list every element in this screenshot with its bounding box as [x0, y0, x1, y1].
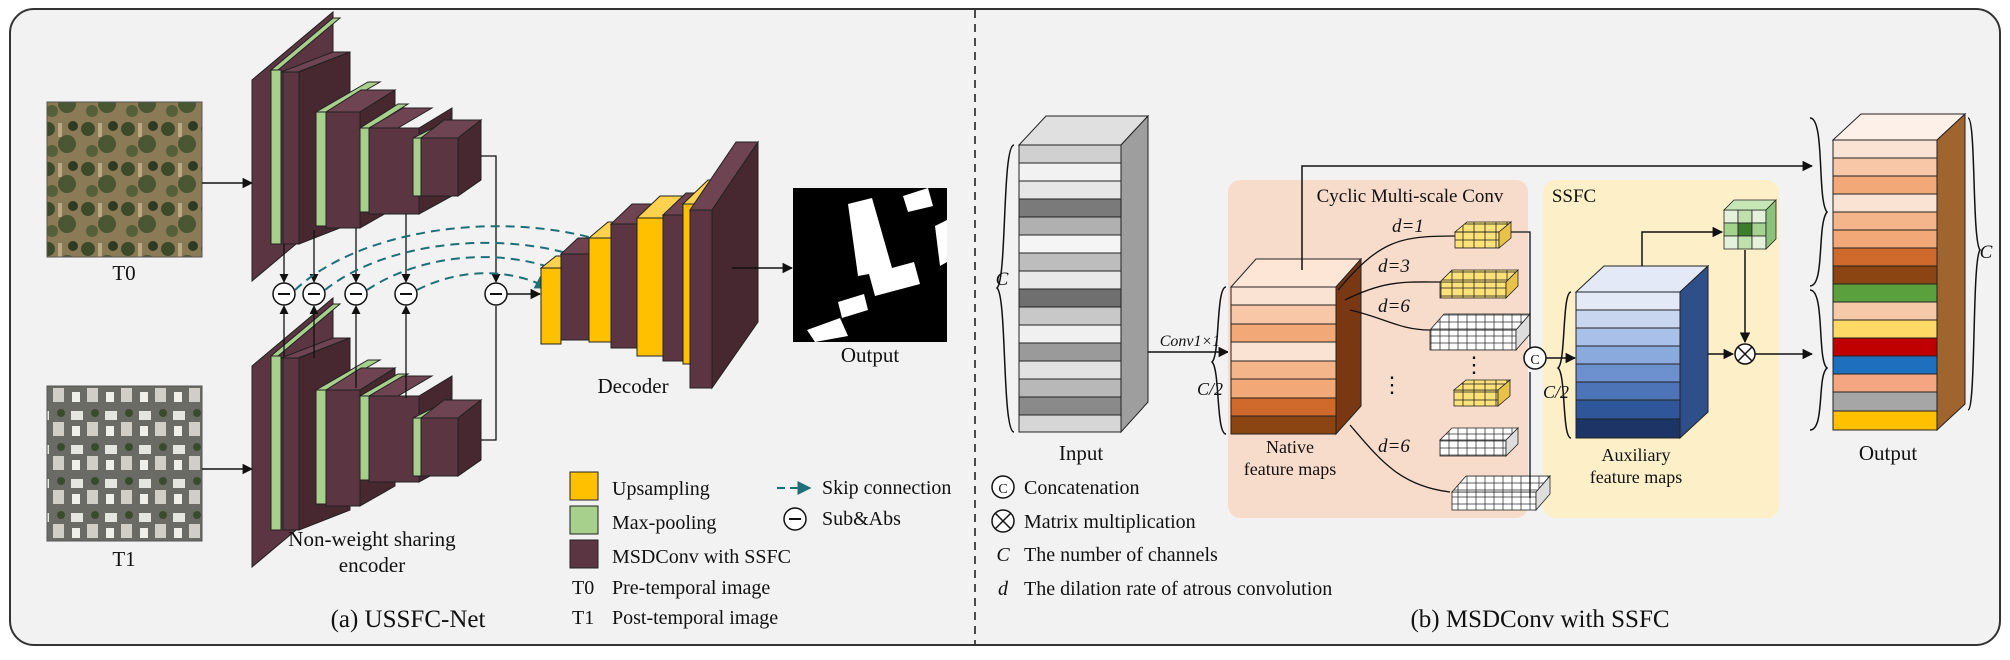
legend-matmul: Matrix multiplication: [1024, 511, 1196, 533]
d-label-4: d=6: [1378, 436, 1410, 457]
maxpooling-swatch: [569, 505, 599, 535]
concat-node-symbol: C: [1530, 353, 1539, 368]
kernel-grid-low: [1439, 427, 1519, 457]
legend-d-desc: The dilation rate of atrous convolution: [1024, 578, 1332, 600]
encoder-t1: [251, 296, 483, 569]
output-change-map: [793, 188, 947, 342]
subabs-icon: [484, 282, 508, 306]
kernel-grid-d1: [1453, 221, 1513, 249]
t1-label: T1: [112, 547, 135, 571]
native-label-line1: Native: [1266, 437, 1314, 457]
legend-t1-key: T1: [572, 607, 594, 629]
panel-b: Input C Conv1×1 Cyclic Multi-scale Conv …: [991, 112, 1993, 633]
d-label-1: d=1: [1392, 216, 1424, 237]
subabs-icon: [272, 282, 296, 306]
caption-b: (b) MSDConv with SSFC: [1410, 606, 1669, 633]
output-label-b: Output: [1859, 441, 1918, 465]
kernel-grid-bottom: [1451, 474, 1551, 512]
matmul-legend-icon: [991, 509, 1015, 533]
dilation-branch-curves: [1337, 235, 1456, 493]
output-bottom-brace: [1809, 289, 1829, 431]
legend-concat: Concatenation: [1024, 477, 1140, 499]
input-label: Input: [1059, 441, 1103, 465]
output-label-a: Output: [841, 343, 900, 367]
encoder-label-line1: Non-weight sharing: [288, 527, 456, 551]
aux-label-line2: feature maps: [1590, 467, 1682, 487]
legend-t1-desc: Post-temporal image: [612, 607, 778, 629]
output-c-brace: [1967, 117, 1981, 411]
concat-legend-icon: [991, 475, 1015, 499]
upsampling-swatch: [569, 471, 599, 501]
caption-a: (a) USSFC-Net: [331, 606, 486, 633]
native-label-line2: feature maps: [1244, 459, 1336, 479]
kernel-grid-d6: [1429, 312, 1531, 352]
t0-image: [46, 101, 203, 258]
auxiliary-feature-stack: [1574, 264, 1710, 440]
aux-label-line1: Auxiliary: [1602, 445, 1671, 465]
legend-t0-desc: Pre-temporal image: [612, 577, 770, 599]
t1-image: [46, 385, 203, 542]
ellipsis-kernels: ⋮: [1463, 352, 1485, 377]
subabs-icon: [394, 282, 418, 306]
aux-c-half-brace: [1556, 291, 1572, 439]
cyclic-label: Cyclic Multi-scale Conv: [1317, 186, 1504, 207]
encoder-t0: [251, 10, 483, 283]
panel-a: T0 T1: [46, 10, 951, 633]
subabs-icon: [302, 282, 326, 306]
decoder-label: Decoder: [597, 374, 668, 398]
legend-upsampling: Upsampling: [612, 478, 710, 500]
matmul-node: [1734, 343, 1756, 365]
native-c-half-label: C/2: [1197, 379, 1223, 399]
legend-c-key: C: [996, 544, 1010, 566]
msdconv-swatch: [569, 539, 599, 569]
legend-maxpooling: Max-pooling: [612, 512, 716, 534]
legend-d-key: d: [998, 578, 1009, 600]
aux-to-ssfc-arrow: [1641, 226, 1724, 266]
ssfc-weight-cube: [1723, 199, 1777, 250]
legend-a: Upsampling Max-pooling MSDConv with SSFC…: [569, 471, 951, 629]
native-to-output-line: [1301, 160, 1814, 270]
kernel-grids: [1429, 221, 1551, 512]
kernel-grid-d3: [1439, 269, 1519, 299]
native-c-half-brace: [1210, 286, 1227, 435]
encoder-to-subabs-lines: [279, 155, 501, 441]
output-top-brace: [1809, 117, 1828, 287]
legend-t0-key: T0: [572, 577, 594, 599]
ssfc-label: SSFC: [1552, 186, 1596, 207]
subabs-nodes: [272, 282, 508, 306]
legend-c-desc: The number of channels: [1024, 544, 1218, 566]
input-stack: [1017, 114, 1150, 434]
input-c-brace: [995, 144, 1015, 433]
output-stack: [1831, 112, 1967, 432]
aux-c-half-label: C/2: [1543, 382, 1569, 402]
legend-subabs: Sub&Abs: [822, 508, 901, 530]
decoder: [539, 140, 759, 390]
concat-legend-symbol: C: [998, 482, 1007, 497]
native-feature-stack: [1229, 257, 1363, 436]
ellipsis-branches: ⋮: [1381, 372, 1403, 397]
d-label-3: d=6: [1378, 296, 1410, 317]
legend-skip: Skip connection: [822, 477, 951, 499]
d-label-2: d=3: [1378, 256, 1410, 277]
encoder-label-line2: encoder: [339, 553, 405, 577]
t0-label: T0: [112, 261, 135, 285]
input-c-label: C: [996, 269, 1009, 290]
kernel-grid-mid: [1452, 379, 1512, 407]
legend-b: C Concatenation Matrix multiplication C …: [991, 475, 1332, 600]
subabs-icon: [344, 282, 368, 306]
output-c-label: C: [1980, 242, 1993, 263]
legend-msdconv: MSDConv with SSFC: [612, 546, 791, 568]
conv-label: Conv1×1: [1160, 333, 1221, 350]
kernel-to-concat-lines: [1511, 231, 1531, 498]
